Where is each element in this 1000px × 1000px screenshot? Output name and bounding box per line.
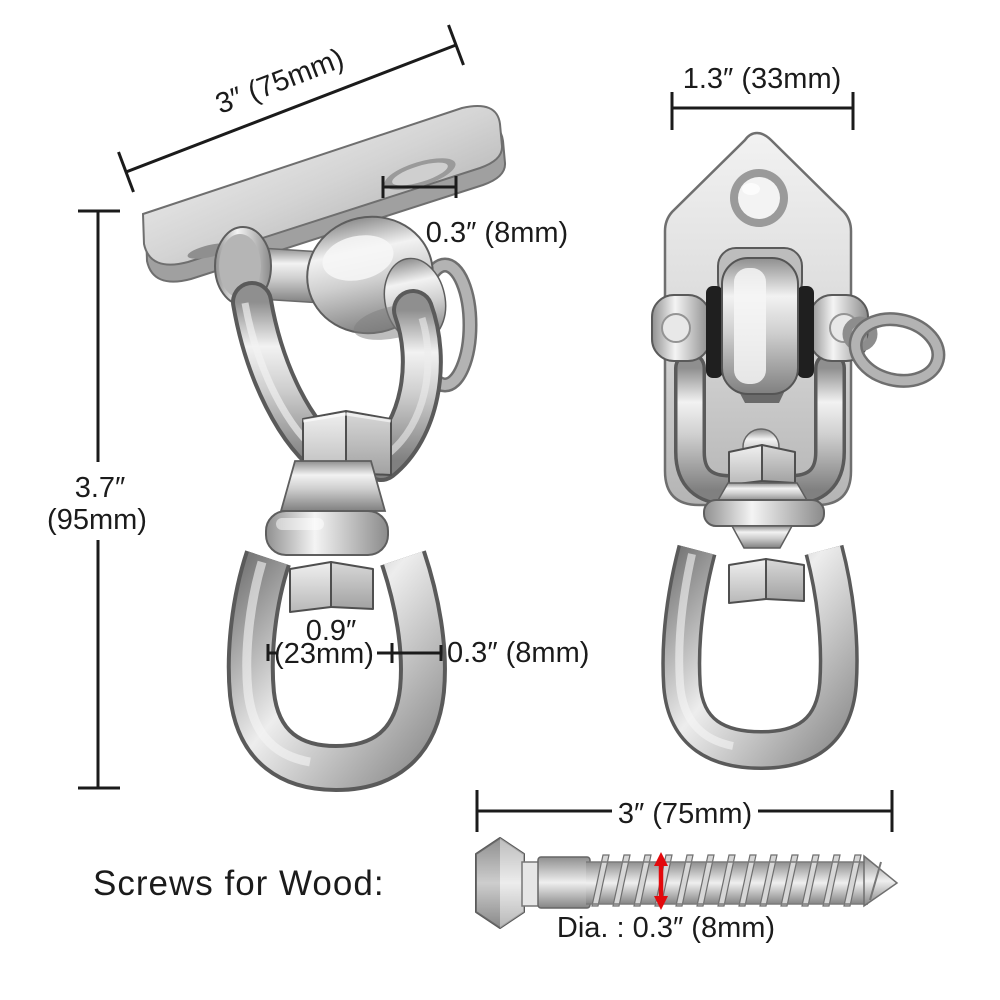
plate-hole-highlight — [742, 183, 760, 195]
screw-length-label: 3″ (75mm) — [618, 798, 752, 830]
dim-eye-width: 0.9″ (23mm) 0.3″ (8mm) — [266, 615, 589, 670]
swivel-disc-highlight — [276, 518, 324, 530]
rubber-bushing-left — [706, 286, 723, 378]
eye-inner-width-label-in: 0.9″ — [306, 615, 357, 647]
screw-diameter-label: Dia. : 0.3″ (8mm) — [557, 912, 775, 944]
screws-heading: Screws for Wood: — [93, 864, 385, 903]
dim-side-plate-width: 1.3″ (33mm) — [670, 63, 855, 130]
eye-ring — [661, 544, 859, 771]
overall-height-label-mm: (95mm) — [47, 504, 147, 536]
dimension-tick — [447, 24, 465, 66]
overall-height-label-in: 3.7″ — [75, 472, 126, 504]
hex-nut-mid — [728, 444, 796, 486]
plate-hole-label: 0.3″ (8mm) — [426, 217, 568, 249]
swivel-disc — [703, 499, 825, 527]
housing-highlight — [322, 235, 394, 281]
dim-plate-hole: 0.3″ (8mm) — [381, 176, 568, 249]
swivel-neck — [730, 525, 794, 549]
hex-head-facet-light — [500, 838, 524, 928]
tip-thread — [869, 861, 882, 901]
dim-overall-height: 3.7″ (95mm) — [47, 209, 147, 790]
dim-screw-length: 3″ (75mm) — [475, 790, 894, 832]
hex-nut-lower — [289, 561, 374, 613]
diameter-arrow — [654, 852, 668, 910]
eye-inner-width-label-mm: (23mm) — [274, 638, 374, 670]
eye-thickness-label: 0.3″ (8mm) — [447, 637, 589, 669]
plate-hole — [738, 177, 780, 219]
roller-highlight — [734, 268, 766, 384]
swivel-cone — [279, 460, 387, 512]
left-hanger — [141, 105, 507, 793]
swivel-disc — [265, 510, 389, 556]
eye-ring — [226, 550, 447, 793]
dimension-tick — [117, 151, 135, 193]
plate-width-label: 3″ (75mm) — [211, 43, 348, 121]
plate-screw-hole-inner — [392, 162, 448, 186]
right-hanger — [651, 131, 946, 771]
dimension-line — [125, 43, 457, 174]
shank — [537, 856, 591, 909]
rubber-bushing-right — [797, 286, 814, 378]
split-ring-face — [851, 314, 943, 386]
hex-head-facet-dark — [476, 838, 500, 928]
side-plate-width-label: 1.3″ (33mm) — [683, 63, 842, 95]
plate-top-face — [141, 105, 504, 266]
hex-nut-lower — [728, 558, 805, 604]
pin-ear-left-cap — [661, 313, 691, 343]
wood-screw — [475, 837, 899, 929]
